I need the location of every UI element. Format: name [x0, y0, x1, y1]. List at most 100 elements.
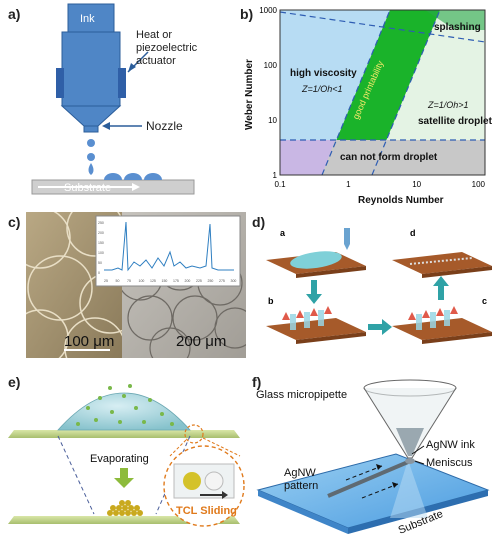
inset-y-tick-label: 250: [98, 221, 104, 225]
panel-e-label: e): [8, 374, 21, 390]
panel-a-label: a): [8, 6, 21, 22]
b-x-tick-label: 0.1: [274, 180, 286, 189]
substrate-top: [8, 430, 240, 438]
tcl-arrow: [200, 491, 228, 499]
b-y-axis-label: Weber Number: [244, 59, 255, 130]
b-y-tick-label: 100: [264, 61, 278, 70]
nozzle-label: Nozzle: [146, 119, 183, 133]
inset-line: [104, 221, 234, 272]
b-y-ticks: 1 10 100 1000: [259, 6, 277, 180]
satellite-label: satellite droplet: [418, 116, 493, 127]
z-low-label: Z=1/Oh<1: [301, 84, 343, 94]
inset-x-tick-label: 25: [104, 279, 108, 283]
b-x-axis-label: Reynolds Number: [358, 195, 444, 206]
nozzle-a: [344, 228, 350, 244]
ink-label: Ink: [80, 13, 95, 25]
guide-left: [57, 435, 95, 515]
b-y-tick-label: 10: [268, 116, 277, 125]
evap-arrow: [120, 468, 128, 478]
arrow-down: [311, 280, 317, 294]
printability-chart: splashing high viscosity Z=1/Oh<1 good p…: [244, 6, 493, 206]
ink-fill: [396, 428, 424, 456]
inset-x-tick-label: 200: [185, 279, 191, 283]
panel-e: e) Evaporating: [0, 368, 250, 550]
inkjet-diagram: Ink Heat or piezoelectric actuator Nozzl…: [31, 3, 198, 195]
agnw-pattern-label-1: AgNW: [284, 467, 316, 479]
droplet: [88, 163, 94, 175]
droplet-dome: [57, 392, 191, 431]
actuator-label-3: actuator: [136, 55, 176, 67]
actuator-right: [118, 68, 126, 98]
b-x-tick-label: 1: [346, 180, 351, 189]
agnw-pattern-line: [327, 460, 409, 498]
inset-x-tick-label: 150: [162, 279, 168, 283]
inset-plot: [95, 215, 241, 287]
ink-body: [61, 31, 121, 107]
sub-label-d: d: [410, 228, 416, 238]
actuator-label-2: piezoelectric: [136, 42, 198, 54]
evaporation-diagram: Evaporating TCL Sliding: [8, 384, 245, 527]
scale-label-right: 200 μm: [176, 333, 226, 350]
meniscus-label: Meniscus: [426, 457, 473, 469]
agnw-pattern-label-2: pattern: [284, 480, 318, 492]
plot-frame: [279, 9, 486, 176]
inset-y-tick-label: 200: [98, 231, 104, 235]
inset-y-tick-label: 150: [98, 241, 104, 245]
sub-label-a: a: [280, 228, 286, 238]
inset-x-tick-label: 300: [231, 279, 237, 283]
sub-label-b: b: [268, 296, 274, 306]
inset-x-tick-label: 50: [116, 279, 120, 283]
inset-x-tick-label: 225: [196, 279, 202, 283]
region-high-viscosity: [280, 10, 390, 175]
deposited-drop: [124, 173, 142, 180]
inset-x-tick-label: 125: [150, 279, 156, 283]
reflection-cone: [390, 460, 428, 518]
evaporating-label: Evaporating: [90, 453, 149, 465]
nozzle-taper: [60, 105, 122, 127]
cannot-form-label: can not form droplet: [340, 152, 438, 163]
panel-a: a) Ink Heat or piezoelectric actuator No…: [0, 0, 240, 200]
actuator-left: [56, 68, 64, 98]
substrate-arrowhead: [132, 183, 140, 191]
menisci-c: [416, 310, 450, 330]
panel-f-label: f): [252, 374, 262, 390]
z-high-label: Z=1/Oh>1: [427, 100, 469, 110]
b-y-tick-label: 1000: [259, 6, 277, 15]
menisci-b: [290, 310, 324, 330]
panel-d-label: d): [252, 214, 266, 230]
panel-d: d) a d b c: [250, 208, 497, 360]
inset-x-tick-label: 75: [127, 279, 131, 283]
substrate-label: Substrate: [64, 182, 111, 194]
ink-reservoir: [67, 3, 115, 33]
deposited-drop: [104, 173, 122, 180]
panel-c-label: c): [8, 214, 21, 230]
inset-y-tick-label: 100: [98, 251, 104, 255]
ink-bead-a: [290, 251, 342, 269]
high-viscosity-label: high viscosity: [290, 68, 357, 79]
splash-boundary: [280, 11, 485, 43]
particle-white: [204, 471, 224, 491]
droplet: [87, 153, 95, 161]
panel-b-label: b): [240, 6, 254, 22]
agnw-ink-label: AgNW ink: [426, 439, 475, 451]
inset-x-tick-label: 250: [208, 279, 214, 283]
particles-top: [76, 384, 174, 426]
droplet: [87, 139, 95, 147]
sub-label-c: c: [482, 296, 487, 306]
micropipette-label: Glass micropipette: [256, 389, 347, 401]
inset-x-tick-label: 175: [173, 279, 179, 283]
nozzle-tip: [83, 125, 99, 133]
region-good-printability: [322, 10, 440, 175]
meniscus: [405, 458, 415, 464]
region-cannot-overlap: [280, 140, 335, 175]
particle-yellow: [183, 472, 201, 490]
tcl-label: TCL Sliding: [176, 505, 237, 517]
b-y-tick-label: 1: [273, 171, 278, 180]
scale-label-left: 100 μm: [64, 333, 114, 350]
panel-b: b) splashing high viscosity Z=1/Oh<1 goo…: [240, 0, 497, 210]
